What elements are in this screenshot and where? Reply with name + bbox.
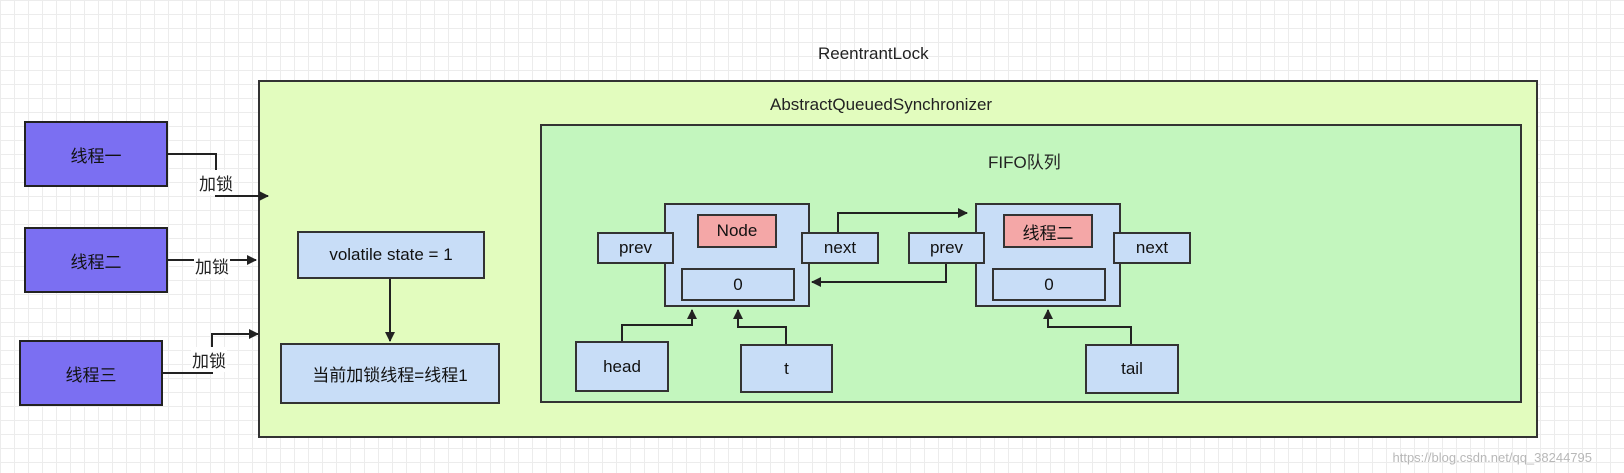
head-arrow [621,309,697,341]
node2-prev: prev [908,232,985,264]
node1-prev: prev [597,232,674,264]
node2-prev-arrow [811,264,947,287]
node1-next-arrow [837,208,968,232]
node2-name: 线程二 [1003,214,1093,248]
head-pointer-box: head [575,341,669,392]
fifo-queue-title: FIFO队列 [988,153,1061,172]
node1-name: Node [697,214,777,248]
thread-one-lock-label: 加锁 [198,170,234,195]
state-box: volatile state = 1 [297,231,485,279]
t-arrow [733,309,787,344]
node1-value: 0 [681,268,795,301]
t-pointer-box: t [740,344,833,393]
node1-next: next [801,232,879,264]
owner-thread-box: 当前加锁线程=线程1 [280,343,500,404]
thread-three-lock-label: 加锁 [191,347,227,372]
reentrantlock-title: ReentrantLock [818,44,929,63]
tail-pointer-box: tail [1085,344,1179,394]
thread-two-box: 线程二 [24,227,168,293]
node2-value: 0 [992,268,1106,301]
node2-next: next [1113,232,1191,264]
watermark-text: https://blog.csdn.net/qq_38244795 [1392,450,1593,465]
tail-arrow [1043,309,1132,344]
thread-two-lock-label: 加锁 [194,253,230,278]
thread-three-box: 线程三 [19,340,163,406]
aqs-title: AbstractQueuedSynchronizer [770,95,993,114]
thread-one-box: 线程一 [24,121,168,187]
